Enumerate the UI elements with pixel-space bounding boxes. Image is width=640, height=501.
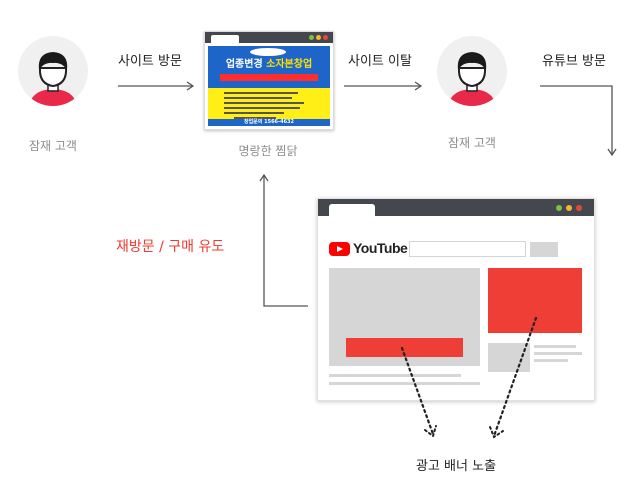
ad-banner-header: 업종변경 소자본창업 (208, 46, 330, 88)
youtube-logo-text: YouTube (353, 240, 408, 256)
youtube-window-dot-green (556, 205, 562, 211)
visit-arrow-label: 사이트 방문 (118, 54, 182, 69)
ad-title: 업종변경 소자본창업 (208, 59, 330, 71)
ad-window-tab (211, 35, 239, 43)
youtube-window-tab (329, 204, 375, 216)
ad-window-titlebar (205, 32, 333, 43)
ad-page-caption: 명랑한 찜닭 (238, 144, 298, 158)
youtube-window: YouTube (317, 198, 595, 401)
youtube-related-line-2 (534, 352, 582, 355)
sidebar-banner-pointer-head (489, 426, 504, 439)
leave-arrow-label: 사이트 이탈 (348, 54, 412, 69)
youtube-overlay-ad-banner (346, 338, 463, 357)
customer-right-caption: 잠재 고객 (448, 136, 496, 150)
ad-title-part1: 업종변경 (225, 59, 263, 70)
youtube-related-line-3 (534, 359, 568, 362)
customer-right-avatar (437, 36, 507, 106)
ad-title-part2: 소자본창업 (266, 59, 313, 70)
ad-subtitle-strip (220, 74, 318, 81)
ad-window-dot-yellow (316, 35, 321, 40)
youtube-window-titlebar (318, 199, 594, 216)
youtube-visit-arrow-label: 유튜브 방문 (542, 54, 606, 69)
ad-page-window: 업종변경 소자본창업 창업문의 1566-4632 (204, 31, 334, 130)
youtube-video-meta-line (329, 382, 480, 385)
youtube-sidebar-ad-banner (488, 268, 582, 333)
ad-window-dot-green (309, 35, 314, 40)
overlay-banner-pointer-head (424, 425, 437, 438)
ad-banner-image: 업종변경 소자본창업 창업문의 1566-4632 (208, 46, 330, 126)
youtube-search-button (530, 242, 558, 257)
ad-phone-strip: 창업문의 1566-4632 (208, 119, 330, 126)
customer-left-caption: 잠재 고객 (29, 139, 77, 153)
ad-window-dot-red (323, 35, 328, 40)
banner-exposure-label: 광고 배너 노출 (416, 459, 497, 474)
overlay-banner-pointer (400, 346, 435, 436)
youtube-search-box (409, 241, 526, 257)
youtube-related-thumbnail (488, 343, 530, 372)
sidebar-banner-pointer (492, 316, 538, 438)
youtube-play-icon (329, 242, 350, 256)
youtube-window-dot-yellow (566, 205, 572, 211)
youtube-video-title-line (329, 374, 461, 377)
ad-body-lines (224, 92, 304, 119)
customer-left-avatar (18, 36, 88, 106)
revisit-arrow-label: 재방문 / 구매 유도 (116, 239, 225, 255)
person-icon (18, 36, 88, 106)
youtube-related-line-1 (534, 345, 576, 348)
person-icon (437, 36, 507, 106)
ad-logo-mark (250, 48, 286, 56)
youtube-window-dot-red (576, 205, 582, 211)
